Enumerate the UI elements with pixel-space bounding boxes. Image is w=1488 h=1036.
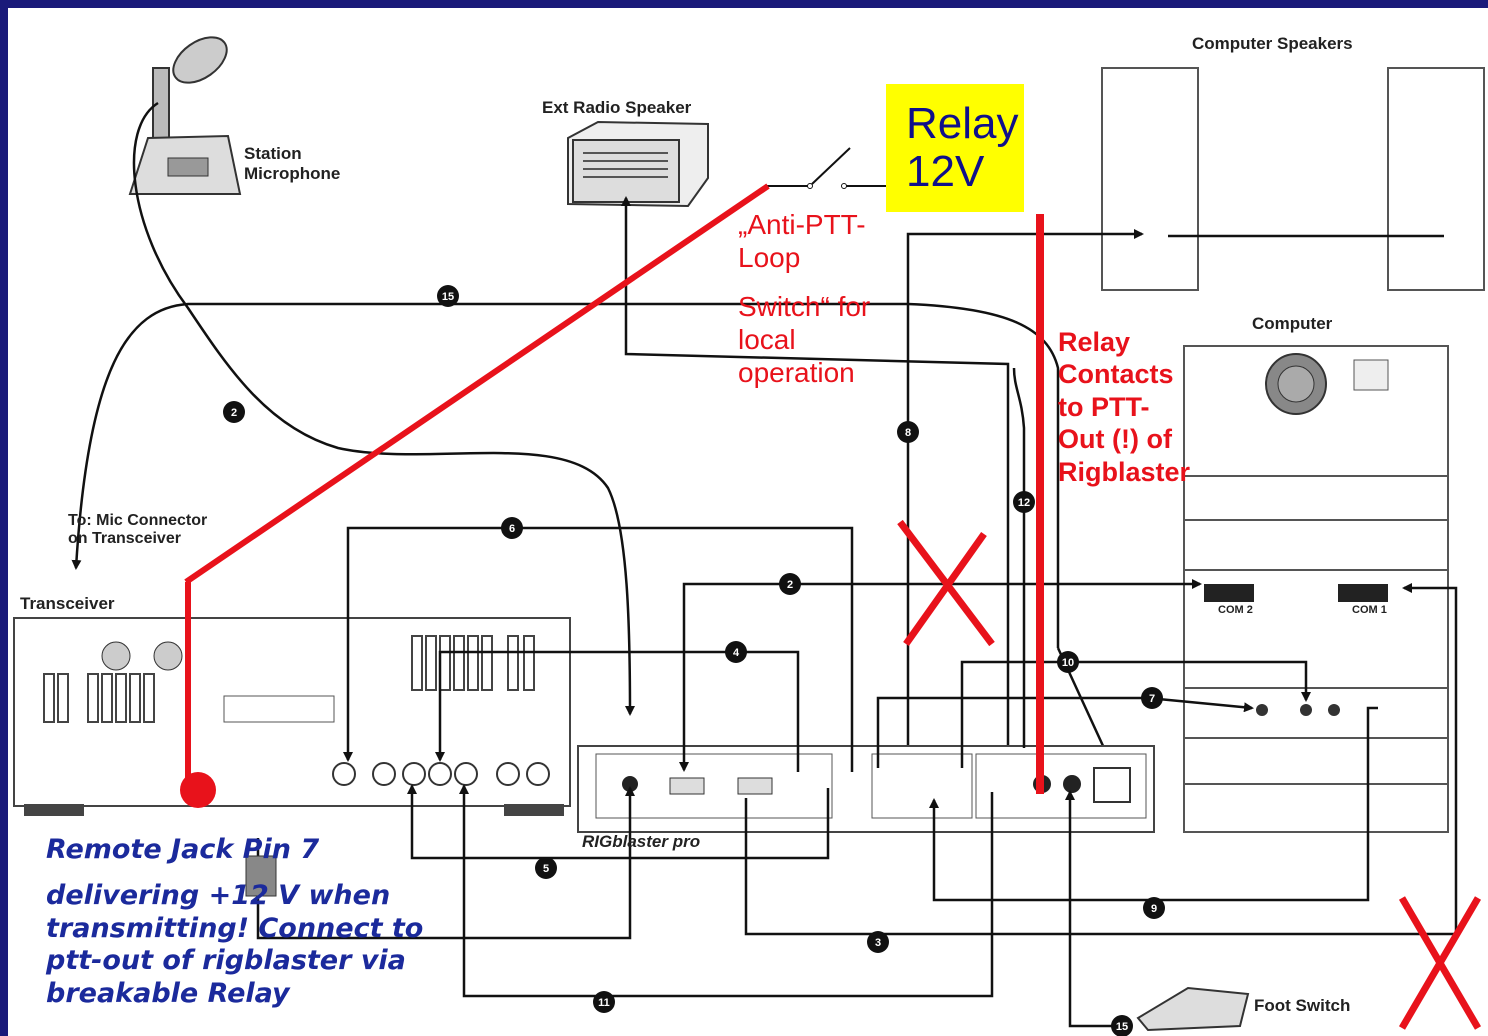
cable-ext-speaker — [621, 196, 1010, 778]
com1-label: COM 1 — [1352, 604, 1387, 616]
computer-speakers-label: Computer Speakers — [1192, 34, 1353, 53]
cable-15 — [1065, 790, 1120, 1028]
cable-12 — [1012, 367, 1026, 748]
anti-ptt-note: „Anti-PTT- Loop Switch“ for local operat… — [738, 208, 870, 389]
relay-label: Relay 12V — [906, 100, 1019, 195]
badge-10: 10 — [1057, 651, 1079, 673]
ext-radio-speaker-label: Ext Radio Speaker — [542, 98, 692, 117]
remote-jack-note: Remote Jack Pin 7 delivering +12 V when … — [46, 834, 423, 1010]
cable-7 — [876, 696, 1148, 768]
ext-radio-speaker-icon — [567, 120, 709, 208]
relay-contacts-line5: Rigblaster — [1058, 456, 1191, 487]
remote-note-line3: transmitting! Connect to — [46, 912, 424, 944]
svg-text:15: 15 — [1116, 1021, 1128, 1033]
badge-2: 2 — [779, 573, 801, 595]
svg-text:6: 6 — [509, 523, 515, 535]
badge-3: 3 — [867, 931, 889, 953]
remote-note-line4: ptt-out of rigblaster via — [46, 945, 406, 977]
anti-ptt-line5: operation — [738, 357, 855, 389]
diagram-canvas: 15 2 6 2 4 8 12 10 7 5 9 3 11 15 — [13, 36, 1485, 1036]
remote-note-line1: Remote Jack Pin 7 — [46, 834, 320, 865]
cross-mark-com2 — [897, 519, 995, 647]
power-adapter-icon — [245, 855, 277, 897]
badge-15: 15 — [1111, 1015, 1133, 1036]
wiring-diagram: 15 2 6 2 4 8 12 10 7 5 9 3 11 15 Relay 1… — [8, 8, 1488, 1036]
svg-text:15: 15 — [442, 291, 454, 303]
svg-text:12: 12 — [1018, 497, 1030, 509]
svg-text:8: 8 — [905, 427, 911, 439]
cable-5 — [407, 784, 546, 860]
computer-label: Computer — [1252, 314, 1333, 333]
cable-13 — [71, 302, 1060, 648]
anti-ptt-line1: „Anti-PTT- — [738, 209, 866, 240]
com2-label: COM 2 — [1218, 604, 1253, 616]
cable-3 — [744, 798, 878, 936]
svg-text:7: 7 — [1149, 693, 1155, 705]
anti-ptt-switch-icon — [766, 147, 886, 189]
foot-switch-icon — [1136, 986, 1250, 1032]
transceiver-label: Transceiver — [20, 594, 115, 613]
relay-contacts-line2: Contacts — [1058, 359, 1174, 390]
badge-8: 8 — [897, 421, 919, 443]
relay-contacts-line1: Relay — [1058, 327, 1131, 357]
cable-2 — [679, 582, 788, 772]
cable-10 — [960, 660, 1068, 768]
ptt-red-line — [184, 183, 770, 585]
transceiver-icon — [13, 617, 571, 816]
cable-6 — [343, 526, 512, 762]
svg-text:3: 3 — [875, 937, 881, 949]
remote-jack-dot — [180, 772, 216, 808]
computer-speaker-right — [1387, 67, 1485, 291]
svg-text:9: 9 — [1151, 903, 1157, 915]
badge-13: 15 — [437, 285, 459, 307]
mic-connector-label: To: Mic Connector on Transceiver — [68, 512, 208, 548]
svg-text:11: 11 — [598, 997, 610, 1009]
svg-text:4: 4 — [733, 647, 740, 659]
cable-4 — [435, 650, 736, 762]
rigblaster-label: RIGblaster pro — [582, 832, 701, 851]
badge-5: 5 — [535, 857, 557, 879]
badge-9: 9 — [1143, 897, 1165, 919]
cable-1 — [132, 101, 635, 716]
remote-note-line2: delivering +12 V when — [46, 880, 391, 912]
anti-ptt-line3: Switch“ for — [738, 291, 871, 323]
badge-1: 2 — [223, 401, 245, 423]
svg-text:2: 2 — [787, 579, 793, 591]
badge-11: 11 — [593, 991, 615, 1013]
remote-note-line5: breakable Relay — [46, 977, 290, 1009]
anti-ptt-line2: Loop — [738, 242, 801, 274]
cable-11 — [459, 784, 604, 998]
badge-12: 12 — [1013, 491, 1035, 513]
cable-badges: 15 2 6 2 4 8 12 10 7 5 9 3 11 15 — [223, 285, 1165, 1036]
relay-contacts-line3: to PTT- — [1058, 391, 1150, 422]
badge-4: 4 — [725, 641, 747, 663]
cross-mark-footswitch — [1398, 896, 1482, 1030]
cable-8 — [906, 229, 1144, 778]
relay-label-line1: Relay — [906, 99, 1019, 148]
relay-contacts-note: Relay Contacts to PTT- Out (!) of Rigbla… — [1058, 326, 1190, 488]
station-microphone-label: Station Microphone — [244, 144, 341, 183]
svg-text:2: 2 — [231, 407, 237, 419]
svg-text:5: 5 — [543, 863, 549, 875]
computer-speaker-left — [1101, 67, 1199, 291]
svg-text:10: 10 — [1062, 657, 1074, 669]
microphone-icon — [128, 36, 242, 195]
rigblaster-icon — [577, 745, 1155, 833]
relay-label-line2: 12V — [906, 146, 985, 196]
badge-6: 6 — [501, 517, 523, 539]
cable-9 — [929, 706, 1378, 902]
anti-ptt-line4: local — [738, 324, 796, 356]
badge-7: 7 — [1141, 687, 1163, 709]
foot-switch-label: Foot Switch — [1254, 996, 1351, 1015]
relay-box — [886, 84, 1024, 212]
relay-contacts-line4: Out (!) of — [1058, 424, 1172, 455]
